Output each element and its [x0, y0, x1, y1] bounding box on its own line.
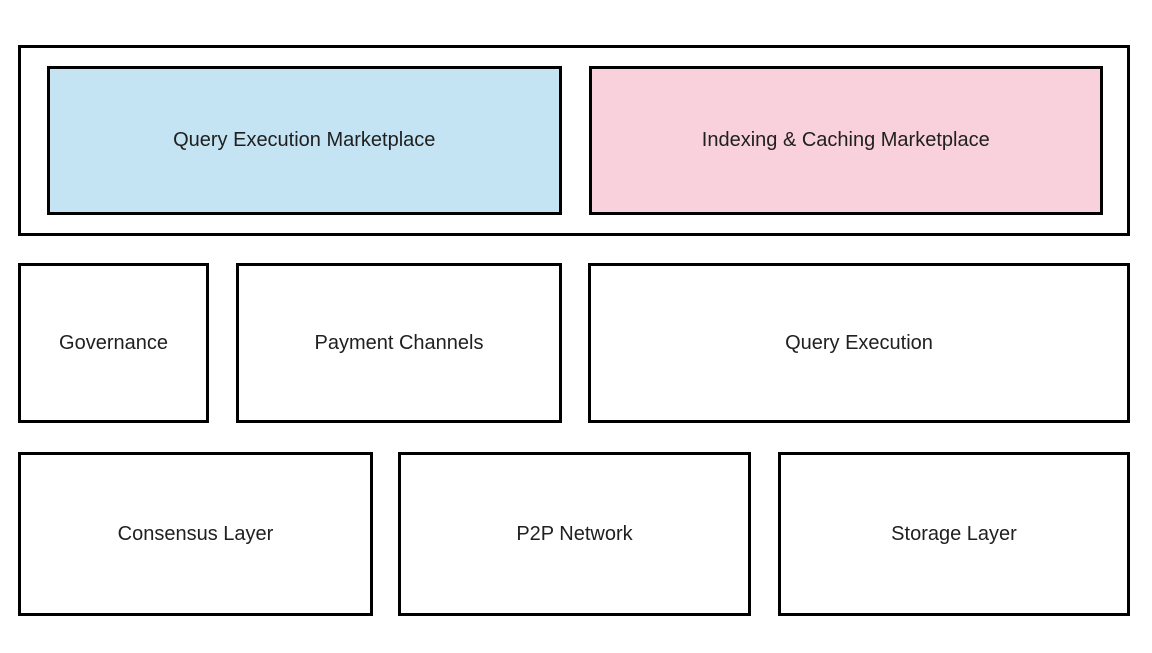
- box-consensus-layer: Consensus Layer: [18, 452, 373, 616]
- box-governance: Governance: [18, 263, 209, 423]
- box-p2p-network: P2P Network: [398, 452, 751, 616]
- marketplace-container-box: Query Execution Marketplace Indexing & C…: [18, 45, 1130, 236]
- box-consensus-layer-label: Consensus Layer: [117, 522, 274, 545]
- box-indexing-caching-marketplace: Indexing & Caching Marketplace: [588, 66, 1103, 215]
- box-query-execution: Query Execution: [588, 263, 1130, 423]
- box-query-execution-marketplace: Query Execution Marketplace: [47, 66, 562, 215]
- box-indexing-caching-marketplace-label: Indexing & Caching Marketplace: [701, 129, 990, 151]
- box-governance-label: Governance: [59, 331, 168, 354]
- box-query-execution-marketplace-label: Query Execution Marketplace: [173, 129, 436, 151]
- box-payment-channels-label: Payment Channels: [314, 331, 484, 354]
- box-payment-channels: Payment Channels: [236, 263, 562, 423]
- box-p2p-network-label: P2P Network: [516, 522, 633, 545]
- box-storage-layer-label: Storage Layer: [891, 522, 1017, 545]
- box-query-execution-label: Query Execution: [785, 331, 933, 354]
- box-storage-layer: Storage Layer: [778, 452, 1130, 616]
